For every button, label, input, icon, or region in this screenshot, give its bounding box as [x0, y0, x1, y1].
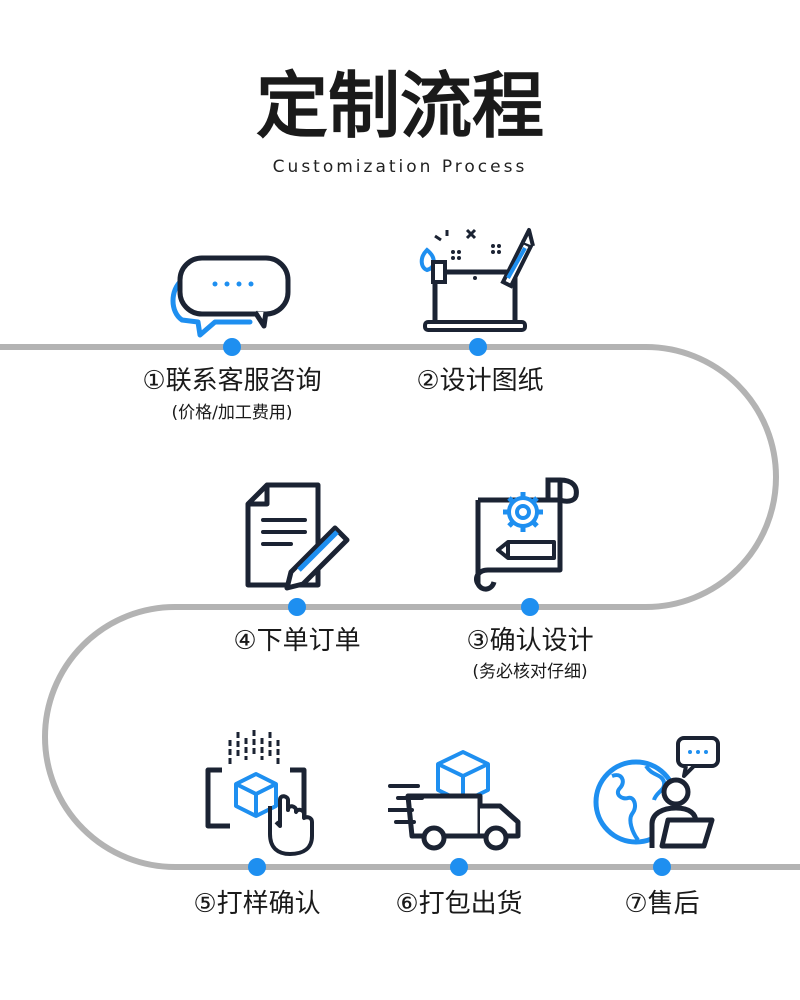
- step-3-node: [521, 598, 539, 616]
- document-pen-icon: [245, 482, 350, 591]
- chat-bubble-icon: [170, 255, 291, 338]
- design-tools-icon: [419, 228, 535, 332]
- step-7-label: ⑦售后: [624, 889, 700, 919]
- sample-box-hand-icon: [205, 730, 314, 856]
- step-3-label: ③确认设计: [466, 626, 594, 656]
- step-1-label: ①联系客服咨询: [142, 366, 322, 396]
- page-subtitle: Customization Process: [272, 157, 528, 177]
- step-4-node: [288, 598, 306, 616]
- delivery-truck-icon: [388, 750, 521, 851]
- page-title: 定制流程: [255, 64, 544, 148]
- step-4-label: ④下单订单: [233, 626, 361, 656]
- step-2-label: ②设计图纸: [416, 366, 544, 396]
- step-5-node: [248, 858, 266, 876]
- blueprint-gear-icon: [473, 477, 579, 592]
- step-6-node: [450, 858, 468, 876]
- step-7-node: [653, 858, 671, 876]
- globe-support-icon: [593, 736, 720, 849]
- step-6-label: ⑥打包出货: [395, 889, 523, 919]
- step-1-note: (价格/加工费用): [171, 403, 293, 423]
- step-5-label: ⑤打样确认: [193, 889, 321, 919]
- step-1-node: [223, 338, 241, 356]
- step-3-note: (务必核对仔细): [472, 662, 588, 682]
- step-2-node: [469, 338, 487, 356]
